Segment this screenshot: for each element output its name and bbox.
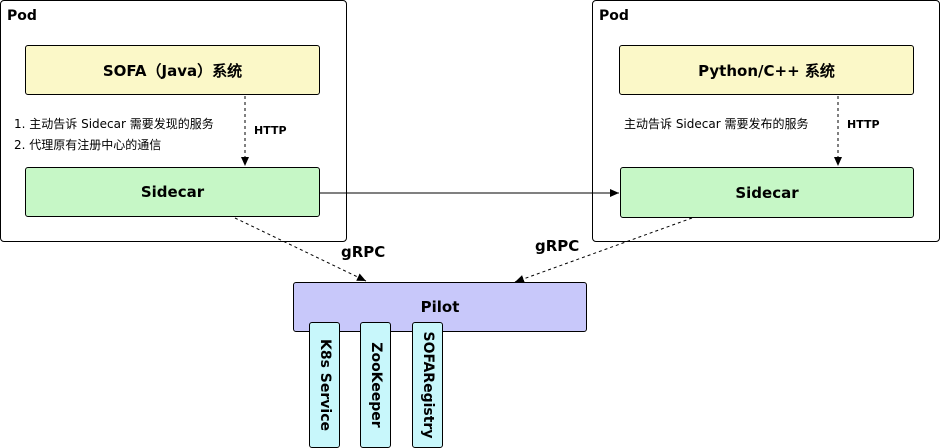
right-grpc-arrow — [514, 217, 693, 283]
left-pod-notes: 1. 主动告诉 Sidecar 需要发现的服务 2. 代理原有注册中心的通信 — [14, 114, 214, 156]
left-sidecar-label: Sidecar — [140, 183, 205, 201]
sofa-java-system-box: SOFA（Java）系统 — [25, 45, 320, 95]
right-sidecar-box: Sidecar — [620, 167, 914, 218]
pod-right-label: Pod — [599, 8, 629, 24]
right-pod-note: 主动告诉 Sidecar 需要发布的服务 — [624, 117, 809, 131]
left-sidecar-box: Sidecar — [25, 167, 320, 217]
python-cpp-system-box: Python/C++ 系统 — [619, 45, 914, 95]
sofa-java-system-label: SOFA（Java）系统 — [102, 61, 243, 80]
pilot-label: Pilot — [420, 298, 460, 316]
pod-left-label: Pod — [7, 8, 37, 24]
registry-sofaregistry: SOFARegistry — [412, 322, 443, 448]
left-pod-note-1: 1. 主动告诉 Sidecar 需要发现的服务 — [14, 117, 214, 131]
left-http-label: HTTP — [254, 124, 287, 137]
right-sidecar-label: Sidecar — [735, 183, 799, 202]
grpc-label-left: gRPC — [341, 243, 386, 261]
right-http-label: HTTP — [847, 118, 880, 131]
left-pod-note-2: 2. 代理原有注册中心的通信 — [14, 138, 162, 152]
registry-k8s-service: K8s Service — [309, 322, 340, 448]
left-grpc-arrow — [234, 217, 367, 282]
python-cpp-system-label: Python/C++ 系统 — [698, 61, 835, 80]
registry-zookeeper: ZooKeeper — [360, 322, 391, 448]
grpc-label-right: gRPC — [535, 237, 580, 255]
